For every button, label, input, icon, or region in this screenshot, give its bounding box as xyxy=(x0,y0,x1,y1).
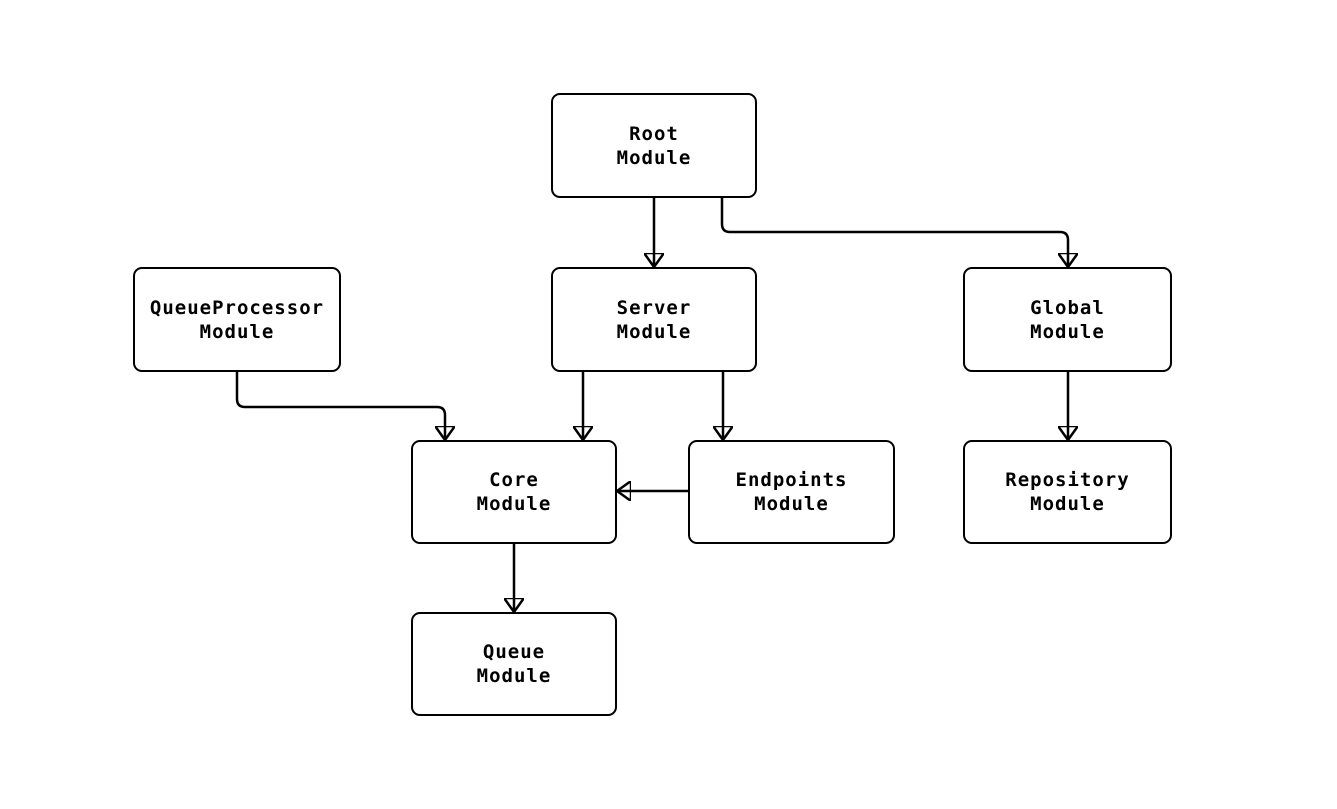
node-queueprocessor-module: QueueProcessor Module xyxy=(133,267,341,372)
node-repository-module: Repository Module xyxy=(963,440,1172,544)
node-global-module-label: Global Module xyxy=(1030,296,1105,343)
node-core-module-label: Core Module xyxy=(476,469,552,515)
node-server-module: Server Module xyxy=(551,267,757,372)
node-server-module-label: Server Module xyxy=(616,296,692,343)
edge-queueprocessor-to-core xyxy=(235,372,445,440)
node-queue-module-label: Queue Module xyxy=(476,641,552,687)
node-global-module: Global Module xyxy=(963,267,1172,372)
edge-root-to-global xyxy=(720,198,1068,267)
node-queueprocessor-module-label: QueueProcessor Module xyxy=(149,296,325,343)
node-repository-module-label: Repository Module xyxy=(1005,469,1130,515)
node-endpoints-module: Endpoints Module xyxy=(688,440,895,544)
node-endpoints-module-label: Endpoints Module xyxy=(735,469,848,515)
node-core-module: Core Module xyxy=(411,440,617,544)
node-root-module-label: Root Module xyxy=(616,122,692,169)
node-queue-module: Queue Module xyxy=(411,612,617,716)
node-root-module: Root Module xyxy=(551,93,757,198)
